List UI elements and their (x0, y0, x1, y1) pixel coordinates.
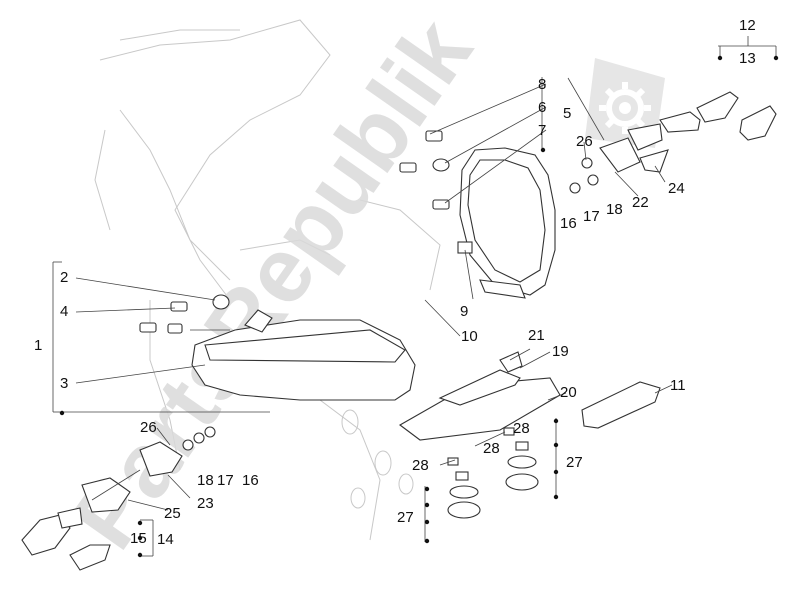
watermark-text: PartsRepublik (53, 1, 492, 567)
label-19: 19 (552, 343, 569, 360)
label-28-a: 28 (412, 457, 429, 474)
dots (59, 55, 779, 558)
fastener-group-right (503, 427, 539, 491)
headlight-assembly (190, 309, 416, 401)
label-22: 22 (632, 194, 649, 211)
label-2: 2 (60, 269, 68, 286)
label-24: 24 (668, 180, 685, 197)
brackets (52, 36, 777, 557)
label-26-front: 26 (140, 419, 157, 436)
label-11: 11 (670, 377, 686, 394)
label-7: 7 (538, 122, 546, 139)
tail-light-assembly (457, 147, 556, 299)
label-27-right: 27 (566, 454, 583, 471)
bulb-4 (139, 301, 188, 334)
label-25: 25 (164, 505, 181, 522)
bulbs-6-7-8 (399, 130, 450, 210)
watermark: PartsRepublik (53, 1, 665, 567)
label-13: 13 (739, 50, 756, 67)
label-28-c: 28 (513, 420, 530, 437)
label-16-rear: 16 (560, 215, 577, 232)
front-turn-signal-left (21, 426, 216, 571)
callout-numbers: 1 2 4 3 8 6 5 7 12 13 26 16 17 18 22 24 … (34, 17, 756, 548)
leader-lines (75, 77, 673, 511)
label-18-rear: 18 (606, 201, 623, 218)
label-1: 1 (34, 337, 42, 354)
label-20: 20 (560, 384, 577, 401)
label-15: 15 (130, 530, 147, 547)
label-12: 12 (739, 17, 756, 34)
label-4: 4 (60, 303, 68, 320)
gear-icon (585, 58, 665, 148)
label-14: 14 (157, 531, 174, 548)
label-27-left: 27 (397, 509, 414, 526)
label-16-front: 16 (242, 472, 259, 489)
label-17-front: 17 (217, 472, 234, 489)
fastener-group-left (447, 457, 481, 519)
label-18-front: 18 (197, 472, 214, 489)
bulb-2 (212, 294, 230, 310)
reflector (581, 381, 661, 429)
label-17-rear: 17 (583, 208, 600, 225)
label-9: 9 (460, 303, 468, 320)
rear-turn-signal-right (569, 91, 777, 194)
label-10: 10 (461, 328, 478, 345)
label-8: 8 (538, 76, 546, 93)
label-3: 3 (60, 375, 68, 392)
label-28-b: 28 (483, 440, 500, 457)
label-6: 6 (538, 99, 546, 116)
label-23: 23 (197, 495, 214, 512)
label-26-rear: 26 (576, 133, 593, 150)
license-plate-light (399, 351, 561, 441)
label-5: 5 (563, 105, 571, 122)
label-21: 21 (528, 327, 545, 344)
